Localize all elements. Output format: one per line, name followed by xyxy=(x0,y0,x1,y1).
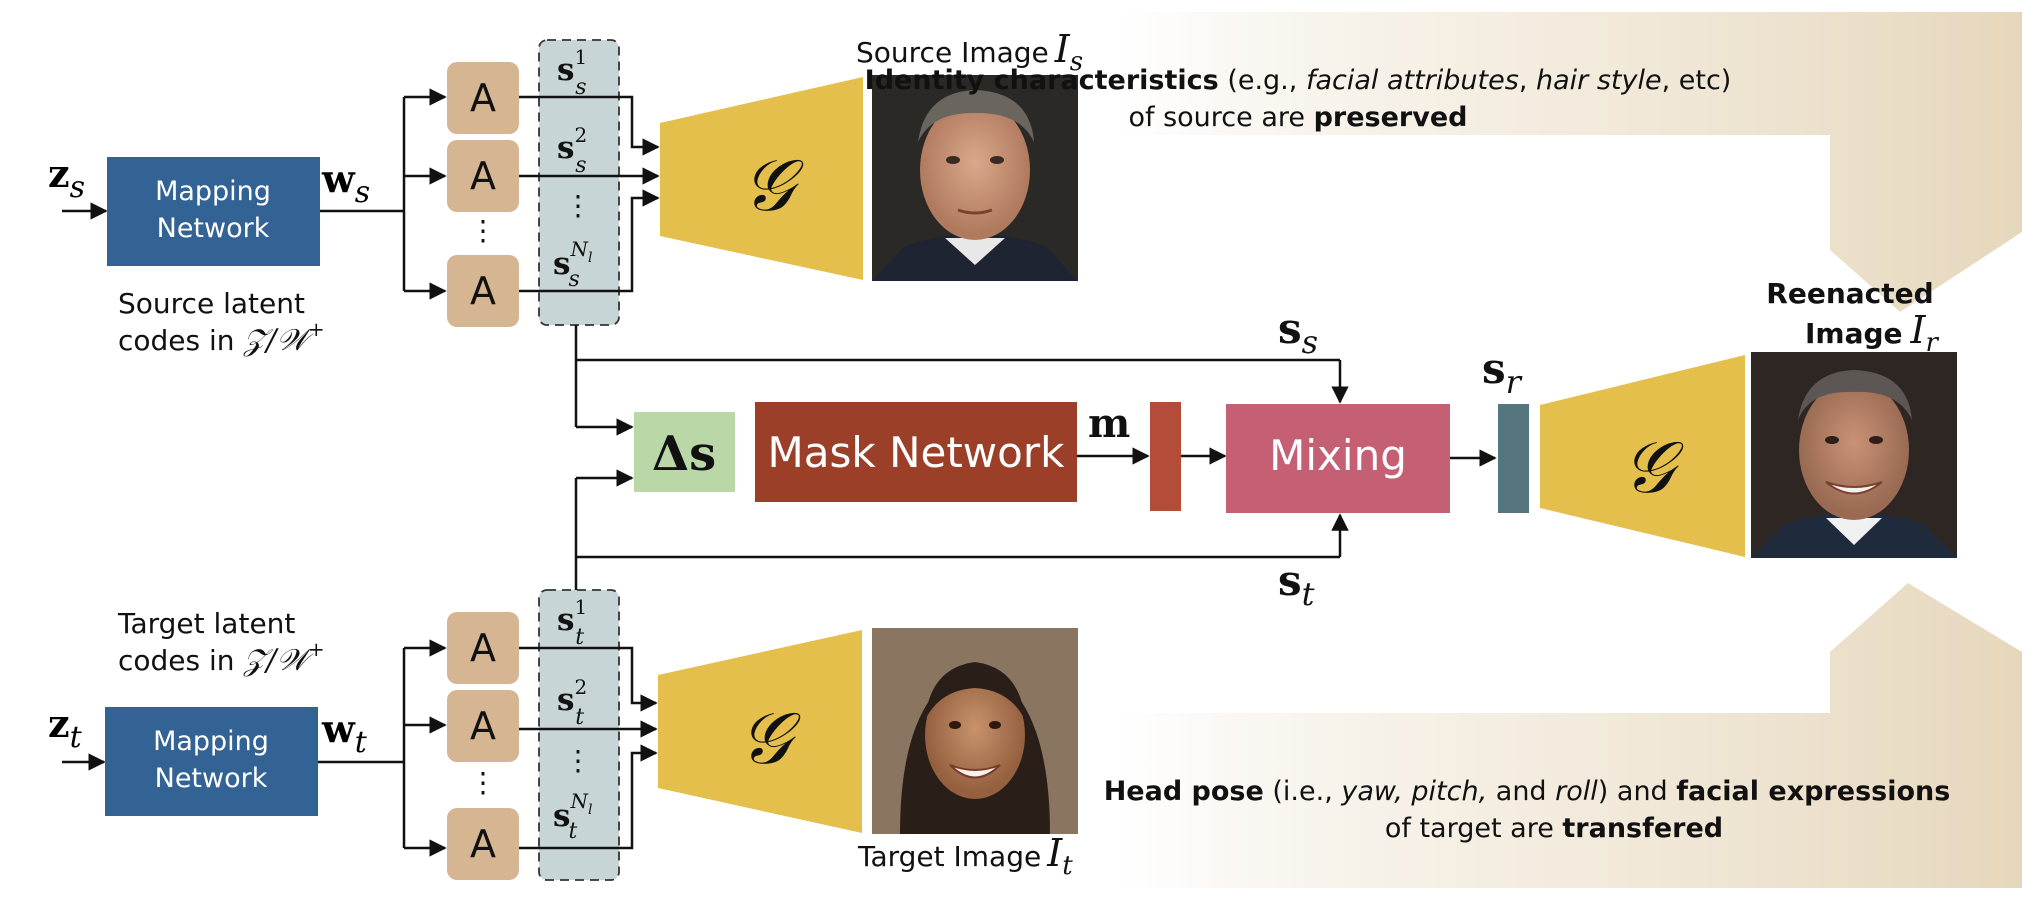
identity-note-line2: of source are preserved xyxy=(1128,102,1467,133)
s-r-label: sr xyxy=(1482,344,1523,401)
target-generator xyxy=(658,630,862,833)
target-mapping-label-1: Mapping xyxy=(153,726,269,757)
delta-s-box xyxy=(634,412,735,492)
s-s-label: ss xyxy=(1278,304,1318,361)
source-style-vdots: ⋮ xyxy=(564,189,592,222)
target-latent-text-1: Target latent xyxy=(117,607,295,640)
s-t-label: st xyxy=(1278,556,1315,613)
source-affine-1 xyxy=(447,62,519,134)
target-style-box xyxy=(538,589,620,881)
source-latent-text-1: Source latent xyxy=(118,287,305,320)
source-affine-label-2: A xyxy=(470,154,496,198)
target-face-image xyxy=(872,628,1078,834)
source-mapping-label-2: Network xyxy=(157,213,270,244)
identity-banner xyxy=(1120,12,2022,312)
target-affine-2 xyxy=(447,690,519,762)
mask-m-label: m xyxy=(1088,400,1130,447)
pose-note-line1: Head pose (i.e., yaw, pitch, and roll) a… xyxy=(1104,776,1951,807)
mask-network-box xyxy=(755,402,1077,502)
source-mapping-label-1: Mapping xyxy=(155,176,271,207)
source-affine-vdots: ⋮ xyxy=(469,214,497,247)
target-affine-label-2: A xyxy=(470,704,496,748)
target-affine-label-1: A xyxy=(470,626,496,670)
source-mapping-network xyxy=(107,157,320,266)
target-affine-3 xyxy=(447,808,519,880)
reenacted-generator xyxy=(1540,355,1745,557)
reenacted-face-image xyxy=(1751,352,1957,558)
target-latent-text-2: codes in 𝒵/𝒲+ xyxy=(118,637,325,678)
source-face-image xyxy=(872,75,1078,281)
target-z-label: zt xyxy=(48,701,83,755)
source-w-label: ws xyxy=(321,156,370,210)
target-style-vdots: ⋮ xyxy=(564,744,592,777)
source-style-box xyxy=(538,39,620,326)
source-latent-text-2: codes in 𝒵/𝒲+ xyxy=(118,317,325,358)
target-affine-label-3: A xyxy=(470,822,496,866)
mask-bar xyxy=(1150,402,1181,511)
source-z-label: zs xyxy=(48,151,85,205)
reenacted-caption-1: Reenacted xyxy=(1766,277,1933,310)
source-generator xyxy=(660,77,863,280)
mixing-box xyxy=(1226,404,1450,513)
pose-note-line2: of target are transfered xyxy=(1385,813,1723,844)
target-affine-vdots: ⋮ xyxy=(469,766,497,799)
delta-s-label: Δs xyxy=(652,426,716,482)
mask-network-label: Mask Network xyxy=(768,428,1066,477)
identity-note-line1: Identity characteristics (e.g., facial a… xyxy=(865,65,1732,96)
source-affine-2 xyxy=(447,140,519,212)
target-mapping-label-2: Network xyxy=(155,763,268,794)
source-affine-label-3: A xyxy=(470,269,496,313)
source-affine-label-1: A xyxy=(470,76,496,120)
source-affine-3 xyxy=(447,255,519,327)
target-affine-1 xyxy=(447,612,519,684)
mixing-label: Mixing xyxy=(1269,431,1407,480)
pose-banner xyxy=(1120,583,2022,888)
target-w-label: wt xyxy=(321,706,368,760)
s-r-bar xyxy=(1498,404,1529,513)
target-mapping-network xyxy=(105,707,318,816)
